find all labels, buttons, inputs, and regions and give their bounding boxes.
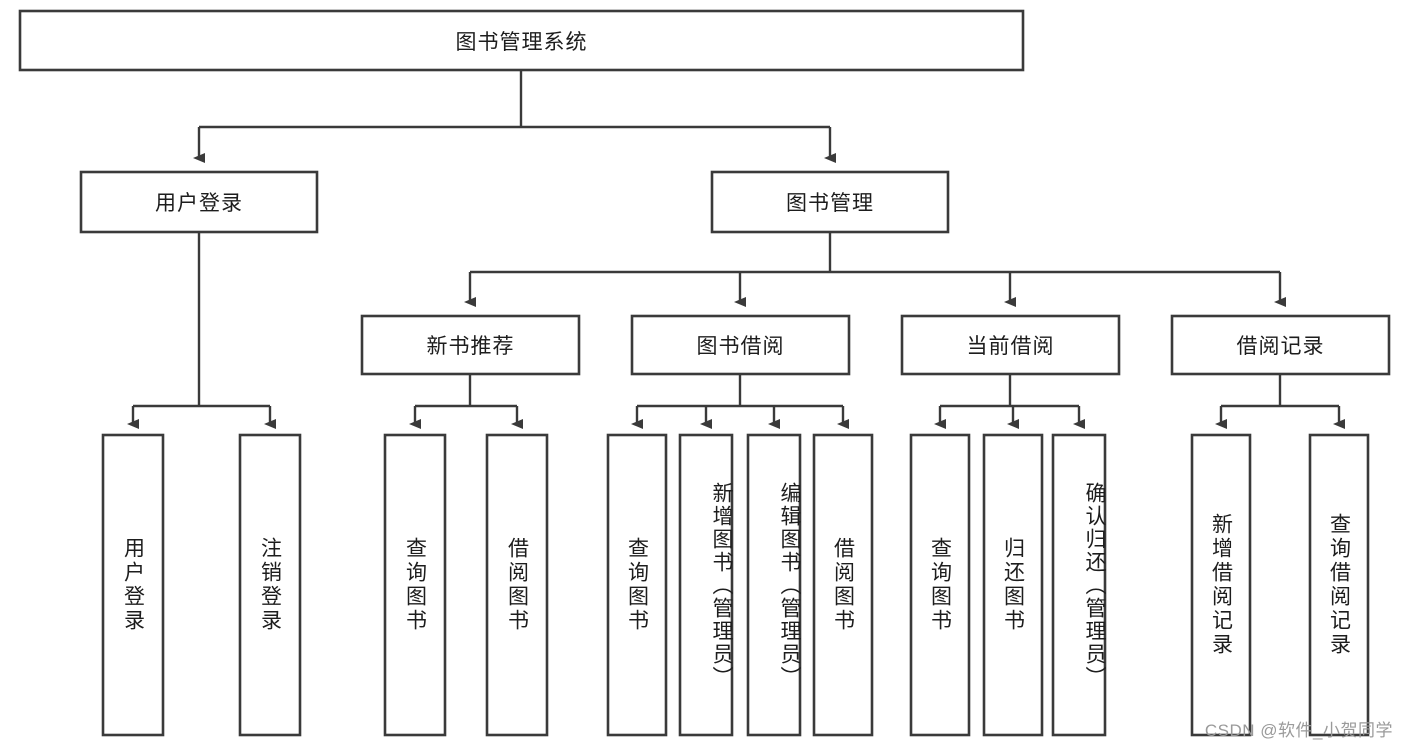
- leaf-current-query-book[interactable]: [909, 433, 971, 737]
- leaf-borrow-edit-book-admin[interactable]: [746, 433, 802, 737]
- node-borrow-record[interactable]: [1170, 314, 1391, 376]
- leaf-user-login[interactable]: [101, 433, 165, 737]
- leaf-record-add-record[interactable]: [1190, 433, 1252, 737]
- leaf-borrow-lend-book[interactable]: [812, 433, 874, 737]
- leaf-user-logout[interactable]: [238, 433, 302, 737]
- leaf-newbook-query-book[interactable]: [383, 433, 447, 737]
- leaf-record-query-record[interactable]: [1308, 433, 1370, 737]
- node-root-system[interactable]: [18, 9, 1025, 72]
- leaf-borrow-query-book[interactable]: [606, 433, 668, 737]
- node-book-borrow[interactable]: [630, 314, 851, 376]
- leaf-current-confirm-return-admin[interactable]: [1051, 433, 1107, 737]
- node-book-manage[interactable]: [710, 170, 950, 234]
- leaf-current-return-book[interactable]: [982, 433, 1044, 737]
- leaf-borrow-add-book-admin[interactable]: [678, 433, 734, 737]
- node-new-book-recommend[interactable]: [360, 314, 581, 376]
- leaf-newbook-borrow-book[interactable]: [485, 433, 549, 737]
- node-current-borrow[interactable]: [900, 314, 1121, 376]
- node-user-login[interactable]: [79, 170, 319, 234]
